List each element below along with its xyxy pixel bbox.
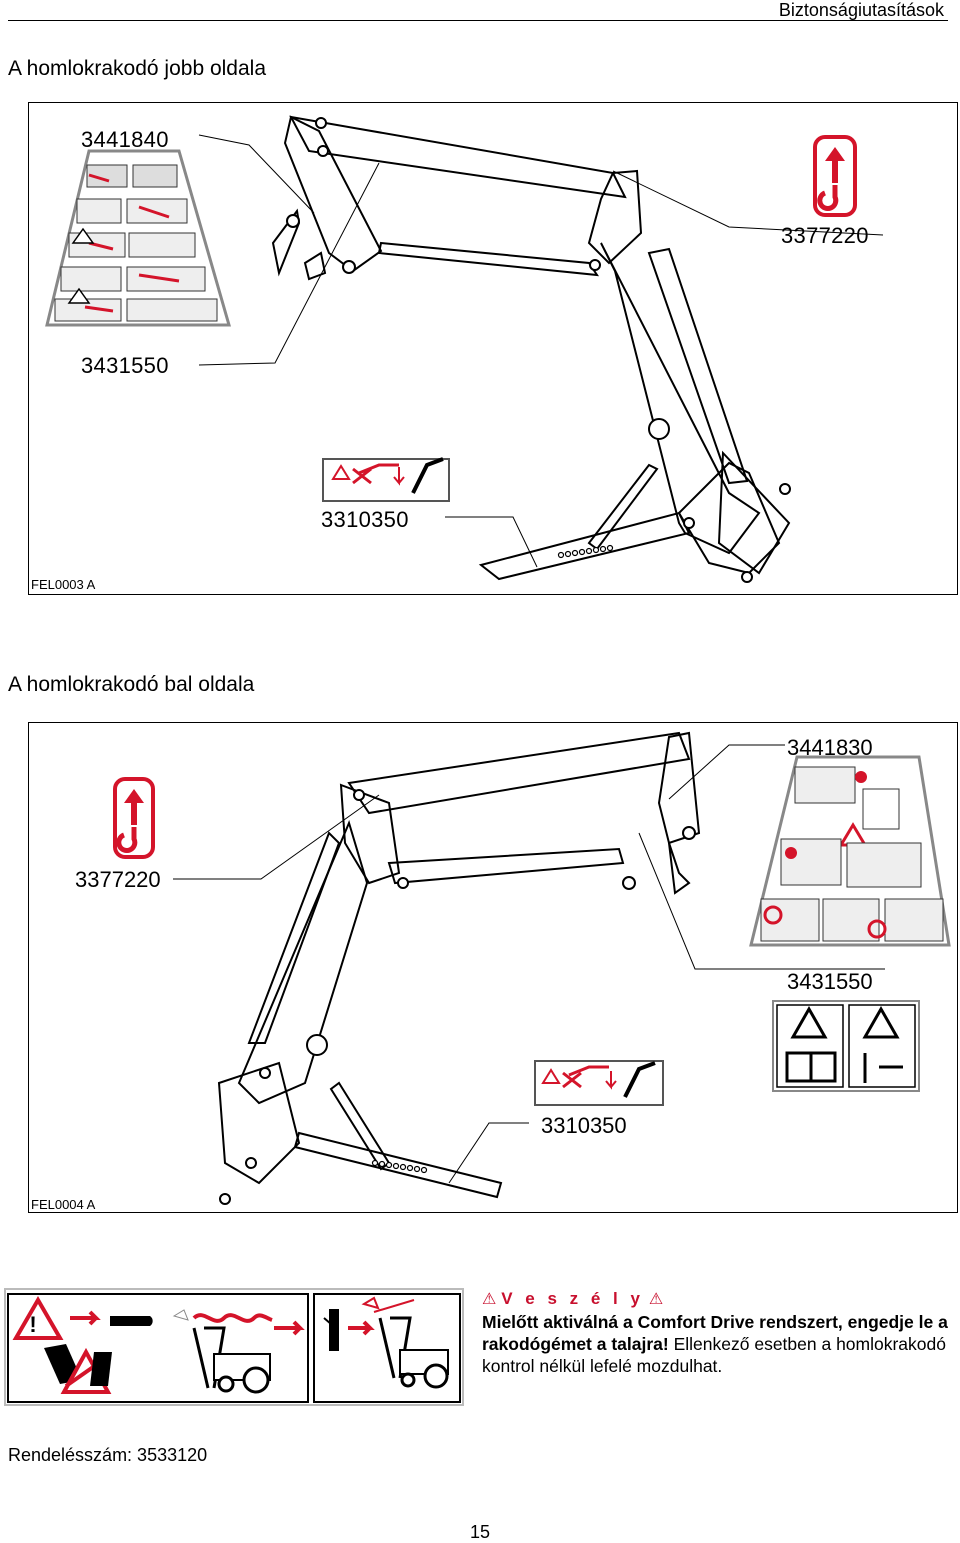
warning-bold-text: Mielőtt aktiválná a Comfort Drive rendsz… [482, 1312, 948, 1354]
pivot-pins [219, 789, 696, 1205]
page-number: 15 [469, 1522, 491, 1542]
hole-pattern [557, 544, 614, 559]
warning-heading: ⚠ V e s z é l y ⚠ [482, 1287, 952, 1311]
warning-triangle-icon: ⚠ [482, 1291, 497, 1308]
decal-3310350-image [322, 457, 450, 502]
warning-body: Mielőtt aktiválná a Comfort Drive rendsz… [482, 1311, 952, 1377]
svg-text:!: ! [29, 1312, 36, 1337]
part-number-3441840: 3441840 [81, 127, 169, 152]
leader-lines [198, 134, 884, 568]
header-divider [8, 20, 948, 21]
warning-triangle-icon: ⚠ [648, 1291, 664, 1308]
part-number-3431550: 3431550 [81, 353, 169, 378]
figure-code: FEL0004 A [31, 1197, 96, 1212]
section-title-right-side: A homlokrakodó jobb oldala [8, 57, 267, 80]
pivot-pins [286, 117, 791, 583]
hole-pattern [371, 1159, 428, 1174]
part-number-3441830: 3441830 [787, 735, 873, 760]
part-number-3377220: 3377220 [781, 223, 869, 248]
decal-3441840-image [45, 149, 231, 327]
order-number: Rendelésszám: 3533120 [8, 1445, 208, 1465]
warning-normal-text: Ellenkező esetben a homlokrakodó kontrol… [482, 1334, 946, 1376]
decal-3377220-image [813, 135, 857, 217]
loader-frame [217, 731, 701, 1199]
figure-left-side: 3441830 3377220 3431550 3310350 FEL0004 … [28, 722, 958, 1213]
section-title-left-side: A homlokrakodó bal oldala [8, 673, 255, 696]
warning-heading-label: V e s z é l y [501, 1289, 644, 1308]
decal-3310350-image [534, 1060, 664, 1106]
decal-3431550-image [772, 1000, 920, 1092]
comfort-drive-warning-decal: ! [4, 1288, 464, 1406]
leader-lines [173, 744, 885, 1184]
figure-code: FEL0003 A [31, 577, 96, 592]
part-number-3377220: 3377220 [75, 867, 161, 892]
loader-right-side-drawing: 3441840 3431550 3310350 3377220 FEL0003 … [31, 115, 884, 592]
part-number-3310350: 3310350 [321, 507, 409, 532]
part-number-3310350: 3310350 [541, 1113, 627, 1138]
loader-left-side-drawing: 3441830 3377220 3431550 3310350 FEL0004 … [31, 731, 951, 1212]
part-number-3431550: 3431550 [787, 969, 873, 994]
page-header-title: Biztonságiutasítások [778, 0, 944, 20]
decal-3441830-image [749, 755, 951, 947]
decal-3377220-image [113, 777, 155, 859]
figure-right-side: 3441840 3431550 3310350 3377220 FEL0003 … [28, 102, 958, 595]
warning-text-block: ⚠ V e s z é l y ⚠ Mielőtt aktiválná a Co… [482, 1287, 952, 1377]
